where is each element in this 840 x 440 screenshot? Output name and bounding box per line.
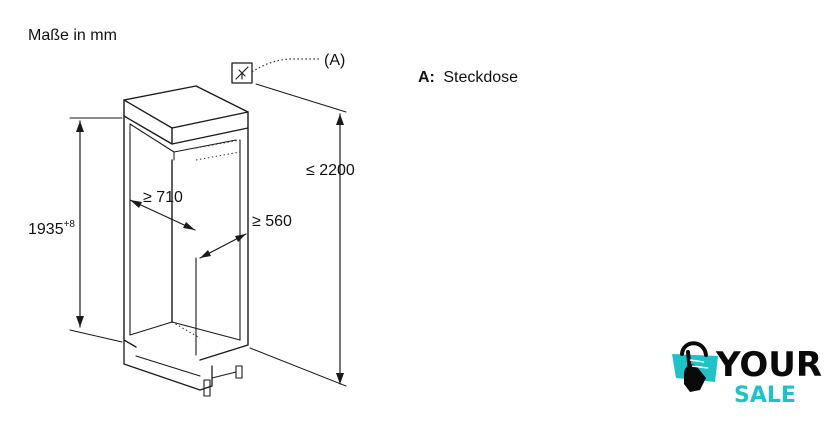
cabinet-niche — [123, 85, 249, 397]
brand-line2: SALE — [734, 383, 796, 408]
callout-marker: (A) — [324, 52, 345, 69]
max-height-label: ≤ 2200 — [306, 162, 355, 179]
your-sale-logo: YOUR SALE — [672, 341, 822, 408]
depth-label: ≥ 560 — [252, 213, 292, 230]
niche-height-label: 1935+8 — [28, 219, 75, 238]
legend-text: Steckdose — [443, 69, 518, 86]
width-label: ≥ 710 — [143, 189, 183, 206]
legend-key: A: — [418, 69, 435, 86]
niche-height-value: 1935 — [28, 221, 64, 238]
shopping-bag-icon — [672, 341, 718, 392]
legend: A: Steckdose — [418, 69, 518, 86]
dimension-max-height: ≤ 2200 — [249, 83, 355, 387]
dimension-niche-height: 1935+8 — [28, 117, 123, 343]
niche-height-tolerance: +8 — [64, 219, 76, 230]
brand-line1: YOUR — [715, 345, 822, 385]
dimension-depth: ≥ 560 — [199, 213, 292, 259]
callout-leader — [251, 58, 320, 73]
units-caption: Maße in mm — [28, 27, 117, 44]
dimension-width: ≥ 710 — [129, 189, 196, 231]
socket-icon — [231, 62, 253, 84]
